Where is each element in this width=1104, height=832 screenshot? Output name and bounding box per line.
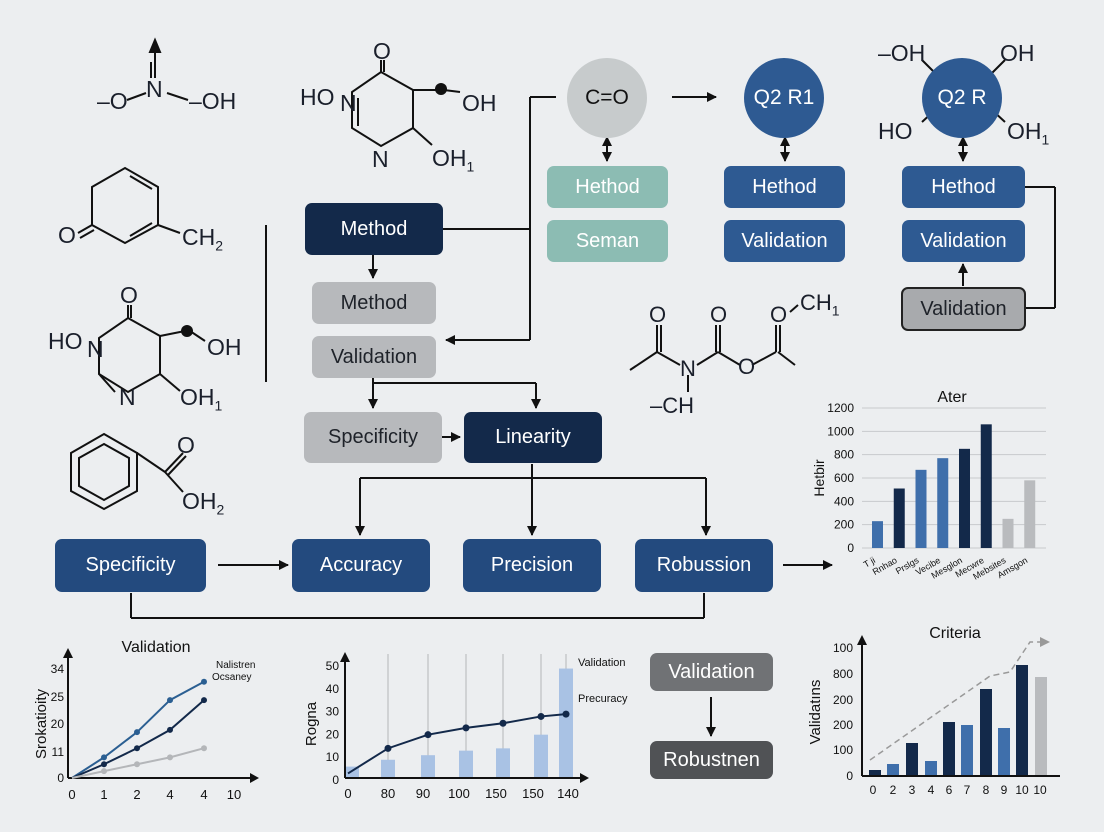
validation-right-box[interactable]: Validation bbox=[902, 220, 1025, 262]
accuracy-box[interactable]: Accuracy bbox=[292, 539, 430, 592]
pyr2-oh1-label: OH1 bbox=[180, 384, 223, 414]
chemical-structures bbox=[70, 37, 461, 511]
method-main-box[interactable]: Method bbox=[305, 203, 443, 255]
pyr2-n1-label: N bbox=[87, 336, 104, 362]
q2r-ho-label: HO bbox=[878, 118, 913, 144]
q2-r-node[interactable]: Q2 R bbox=[922, 58, 1002, 138]
pyr1-ho-label: HO bbox=[300, 84, 335, 110]
hethod-teal-box[interactable]: Hethod bbox=[547, 166, 668, 208]
validation-grey-box[interactable]: Validation bbox=[650, 653, 773, 691]
pyr1-oh-label: OH bbox=[462, 90, 497, 116]
nitro-n-label: N bbox=[146, 76, 163, 102]
amide-n-label: N bbox=[680, 356, 696, 381]
seman-box[interactable]: Seman bbox=[547, 220, 668, 262]
carbonyl-node[interactable]: C=O bbox=[567, 58, 647, 138]
benz-oh-label: OH2 bbox=[182, 488, 225, 518]
method-box[interactable]: Method bbox=[312, 282, 436, 324]
q2r-oh1-label: –OH bbox=[878, 40, 926, 66]
q2-r1-node[interactable]: Q2 R1 bbox=[744, 58, 824, 138]
linearity-box[interactable]: Linearity bbox=[464, 412, 602, 463]
specificity-top-box[interactable]: Specificity bbox=[304, 412, 442, 463]
nitro-right-label: –OH bbox=[189, 88, 237, 114]
amide-o3-label: O bbox=[770, 302, 788, 327]
q2r-oh2-label: OH bbox=[1000, 40, 1035, 66]
pyr2-n2-label: N bbox=[119, 384, 136, 410]
pyr2-ho-label: HO bbox=[48, 328, 83, 354]
amide-ch1-label: CH1 bbox=[800, 290, 840, 319]
validation-outlined-box[interactable]: Validation bbox=[901, 287, 1026, 331]
hethod-mid-box[interactable]: Hethod bbox=[724, 166, 845, 208]
ring-o-label: O bbox=[58, 222, 76, 248]
hethod-right-box[interactable]: Hethod bbox=[902, 166, 1025, 208]
validation-box[interactable]: Validation bbox=[312, 336, 436, 378]
robussion-box[interactable]: Robussion bbox=[635, 539, 773, 592]
validation-mid-box[interactable]: Validation bbox=[724, 220, 845, 262]
ring-ch-label: CH2 bbox=[182, 224, 224, 254]
benz-o-label: O bbox=[177, 432, 195, 458]
precision-box[interactable]: Precision bbox=[463, 539, 601, 592]
amide-o1-label: O bbox=[649, 302, 667, 327]
amide-o4-label: O bbox=[738, 354, 756, 379]
pyr1-n2-label: N bbox=[372, 146, 389, 172]
pyr1-oh1-label: OH1 bbox=[432, 145, 475, 175]
pyr1-n1-label: N bbox=[340, 90, 357, 116]
specificity-box[interactable]: Specificity bbox=[55, 539, 206, 592]
robustnen-box[interactable]: Robustnen bbox=[650, 741, 773, 779]
q2r-oh3-label: OH1 bbox=[1007, 118, 1050, 148]
amide-o2-label: O bbox=[710, 302, 728, 327]
pyr1-o-label: O bbox=[373, 38, 391, 64]
amide-ch-label: –CH bbox=[650, 393, 695, 418]
pyr2-o-label: O bbox=[120, 282, 138, 308]
nitro-left-label: –O bbox=[97, 88, 128, 114]
pyr2-oh-label: OH bbox=[207, 334, 242, 360]
